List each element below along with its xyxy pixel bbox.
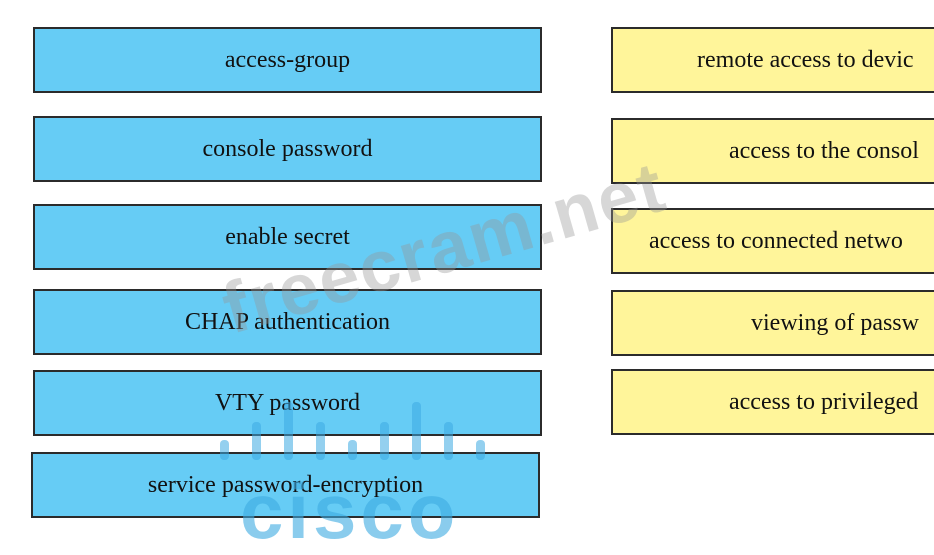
- drag-item-label: VTY password: [214, 389, 361, 416]
- drag-item-label: service password-encryption: [147, 471, 424, 498]
- target-remote-access-to-device[interactable]: remote access to devic: [611, 27, 934, 93]
- drag-item-console-password[interactable]: console password: [33, 116, 542, 182]
- drag-item-access-group[interactable]: access-group: [33, 27, 542, 93]
- drag-item-label: CHAP authentication: [184, 308, 391, 335]
- drag-item-service-password-encryption[interactable]: service password-encryption: [31, 452, 540, 518]
- drag-item-label: console password: [202, 135, 373, 162]
- target-label: remote access to devic: [697, 46, 914, 73]
- target-viewing-of-passwords[interactable]: viewing of passw: [611, 290, 934, 356]
- target-access-to-the-console[interactable]: access to the consol: [611, 118, 934, 184]
- drag-item-vty-password[interactable]: VTY password: [33, 370, 542, 436]
- drag-item-label: enable secret: [225, 223, 350, 250]
- drag-item-enable-secret[interactable]: enable secret: [33, 204, 542, 270]
- target-label: access to connected netwo: [649, 227, 903, 254]
- target-label: viewing of passw: [751, 309, 919, 336]
- target-access-to-privileged-mode[interactable]: access to privileged: [611, 369, 934, 435]
- target-access-to-connected-networks[interactable]: access to connected netwo: [611, 208, 934, 274]
- drag-item-chap-authentication[interactable]: CHAP authentication: [33, 289, 542, 355]
- drag-item-label: access-group: [224, 46, 351, 73]
- target-label: access to the consol: [729, 137, 919, 164]
- target-label: access to privileged: [729, 388, 919, 415]
